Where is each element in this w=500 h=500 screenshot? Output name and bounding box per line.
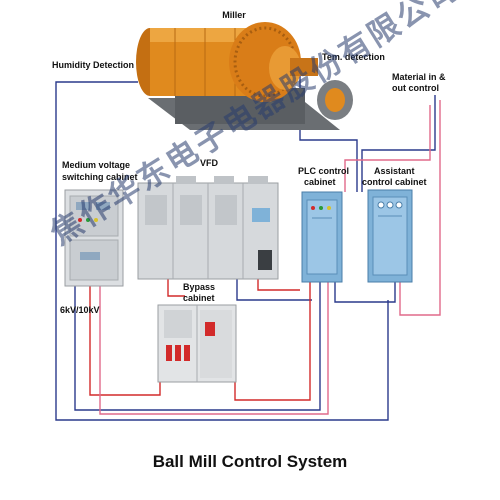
ball-mill xyxy=(136,22,353,130)
plc-cabinet-label-line1: PLC control xyxy=(298,166,349,176)
diagram-caption: Ball Mill Control System xyxy=(152,452,348,471)
mv-cabinet-label-line1: Medium voltage xyxy=(62,160,131,170)
humidity-detection-label: Humidity Detection xyxy=(52,60,135,70)
material-control-label-line2: out control xyxy=(392,83,439,93)
wire-mv-pink xyxy=(99,282,329,415)
vfd-label: VFD xyxy=(200,158,218,168)
material-control-label-line1: Material in & xyxy=(392,72,446,82)
medium-voltage-cabinet xyxy=(64,189,124,287)
plc-control-cabinet xyxy=(301,191,343,283)
wire-mv-plc xyxy=(74,282,321,411)
vfd-cabinet xyxy=(137,176,279,280)
assistant-control-cabinet xyxy=(367,189,413,283)
wire-plc-pink xyxy=(344,105,431,192)
wire-bypass-plc xyxy=(234,282,311,401)
wire-plc-assist xyxy=(334,282,396,303)
assistant-cabinet-label-line2: control cabinet xyxy=(362,177,427,187)
wire-material xyxy=(361,95,436,192)
miller-label: Miller xyxy=(222,10,246,20)
bypass-cabinet-label-line1: Bypass xyxy=(183,282,216,292)
wire-humidity xyxy=(55,81,389,421)
tem-detection-label: Tem. detection xyxy=(322,52,385,62)
plc-cabinet-label-line2: cabinet xyxy=(304,177,336,187)
assistant-cabinet-label-line1: Assistant xyxy=(374,166,415,176)
bypass-cabinet-label-line2: cabinet xyxy=(183,293,215,303)
wire-assist-pink xyxy=(399,100,441,316)
bypass-cabinet xyxy=(157,304,237,383)
mv-cabinet-label-line2: switching cabinet xyxy=(62,172,138,182)
wire-red-mid xyxy=(257,278,300,291)
voltage-label: 6kV/10kV xyxy=(60,305,100,315)
wire-mv-bypass xyxy=(89,285,161,396)
wire-vfd-plc xyxy=(236,278,312,301)
wire-vfd-bypass xyxy=(167,278,185,297)
